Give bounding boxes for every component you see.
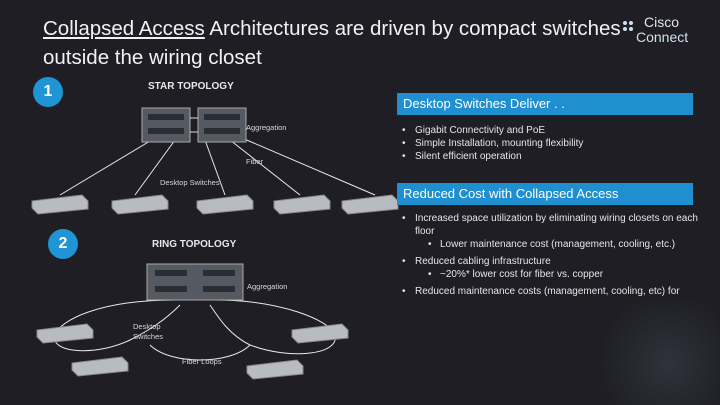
ring-number-badge: 2 (48, 229, 78, 259)
ring-fiber-loops (54, 299, 336, 361)
logo-line1: Cisco (644, 14, 680, 30)
list-item: Reduced cabling infrastructure (397, 255, 707, 268)
title-line2: outside the wiring closet (43, 46, 262, 69)
ring-aggregation-label: Aggregation (247, 282, 288, 291)
star-links (59, 134, 376, 196)
logo-mark-icon (623, 21, 633, 31)
ring-aggregation-switch (146, 263, 244, 301)
desktop-switch-icon (291, 323, 349, 344)
list-subitem: ~20%* lower cost for fiber vs. copper (397, 268, 707, 281)
star-heading: STAR TOPOLOGY (148, 81, 234, 92)
background-decoration (590, 300, 720, 405)
list-item: Silent efficient operation (397, 150, 697, 163)
star-fiber-label: Fiber (246, 157, 264, 166)
ring-desktop-line1: Desktop (133, 322, 161, 331)
desktop-switch-icon (31, 194, 89, 215)
title-underlined: Collapsed Access (43, 17, 205, 40)
desktop-switch-icon (341, 194, 399, 215)
desktop-switch-icon (71, 356, 129, 377)
list-item: Simple Installation, mounting flexibilit… (397, 137, 697, 150)
list-item: Increased space utilization by eliminati… (397, 212, 707, 238)
star-aggregation-label: Aggregation (246, 123, 287, 132)
ring-fiber-loops-label: Fiber Loops (182, 357, 222, 366)
deliver-list: Gigabit Connectivity and PoE Simple Inst… (397, 124, 697, 163)
list-item: Gigabit Connectivity and PoE (397, 124, 697, 137)
ring-desktop-label: Desktop Switches (133, 322, 163, 342)
logo-line2: Connect (636, 29, 689, 45)
deliver-banner: Desktop Switches Deliver . . (397, 93, 693, 115)
desktop-switch-icon (246, 359, 304, 380)
list-item: Reduced maintenance costs (management, c… (397, 285, 707, 298)
cisco-connect-logo: Cisco Connect (622, 14, 692, 45)
list-subitem: Lower maintenance cost (management, cool… (397, 238, 707, 251)
cost-list: Increased space utilization by eliminati… (397, 212, 707, 298)
ring-desktop-line2: Switches (133, 332, 164, 341)
star-desktop-label: Desktop Switches (160, 178, 220, 187)
desktop-switch-icon (111, 194, 169, 215)
title-rest: Architectures are driven by compact swit… (204, 17, 621, 40)
desktop-switch-icon (36, 323, 94, 344)
star-aggregation-switch (141, 107, 247, 143)
desktop-switch-icon (273, 194, 331, 215)
star-number-badge: 1 (33, 77, 63, 107)
cost-banner: Reduced Cost with Collapsed Access (397, 183, 693, 205)
slide-title: Collapsed Access Architectures are drive… (43, 14, 673, 72)
ring-heading: RING TOPOLOGY (152, 239, 237, 250)
topology-lines (54, 134, 376, 361)
desktop-switch-icon (196, 194, 254, 215)
